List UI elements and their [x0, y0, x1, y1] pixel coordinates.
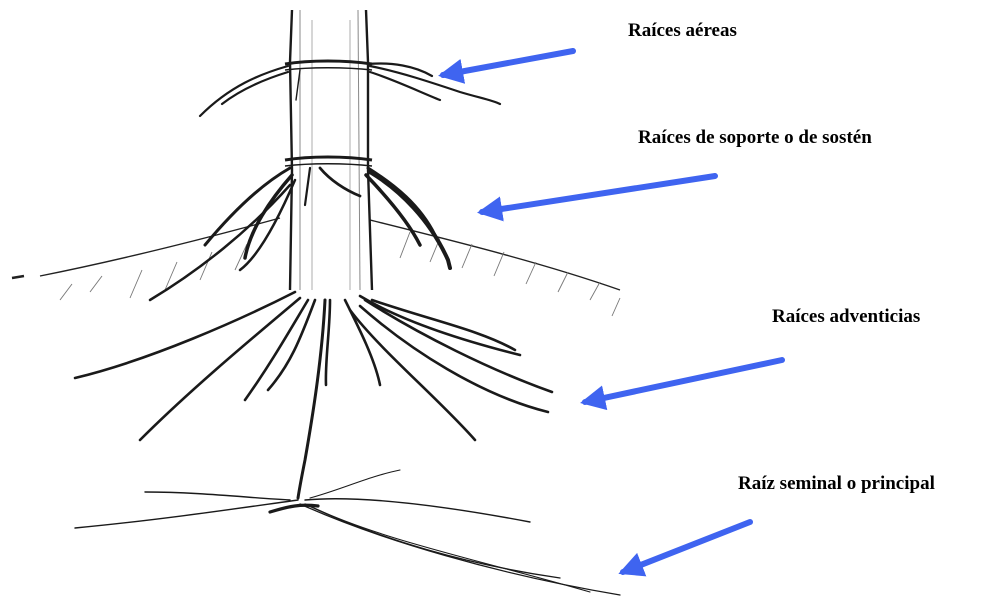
stem [285, 10, 372, 290]
seminal-root [75, 300, 620, 595]
arrow-adventitious-icon [585, 360, 782, 402]
arrow-aerial-icon [443, 51, 573, 75]
arrow-seminal-icon [623, 522, 750, 572]
label-adventitious-roots: Raíces adventicias [772, 307, 920, 326]
arrow-support-icon [482, 176, 715, 212]
adventitious-roots [75, 292, 552, 440]
label-seminal-root: Raíz seminal o principal [738, 474, 935, 493]
label-support-roots: Raíces de soporte o de sostén [638, 128, 872, 147]
label-aerial-roots: Raíces aéreas [628, 21, 737, 40]
soil-surface [12, 218, 620, 316]
